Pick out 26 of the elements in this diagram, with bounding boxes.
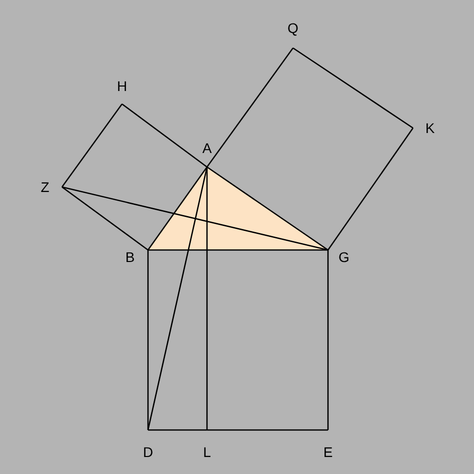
point-label: G: [337, 249, 351, 265]
point-label: B: [123, 249, 137, 265]
line-segment: [206, 167, 208, 430]
line-segment: [207, 429, 328, 431]
point-label: Z: [38, 179, 52, 195]
line-segment: [206, 166, 328, 251]
line-segment: [292, 47, 414, 129]
line-segment: [206, 48, 294, 168]
point-label: L: [200, 444, 214, 460]
line-segment: [147, 166, 208, 250]
line-segment: [148, 249, 328, 251]
point-label: E: [321, 444, 335, 460]
point-label: A: [200, 140, 214, 156]
line-segment: [62, 186, 328, 251]
line-segment: [147, 166, 208, 430]
line-segment: [122, 103, 208, 168]
point-label: Q: [286, 20, 300, 36]
point-label: H: [115, 78, 129, 94]
point-label: D: [141, 444, 155, 460]
line-segment: [147, 250, 149, 430]
line-segment: [327, 250, 329, 430]
line-segment: [61, 104, 123, 188]
line-segment: [62, 186, 148, 251]
point-label: K: [423, 120, 437, 136]
line-segment: [327, 128, 414, 250]
line-segment: [148, 429, 207, 431]
